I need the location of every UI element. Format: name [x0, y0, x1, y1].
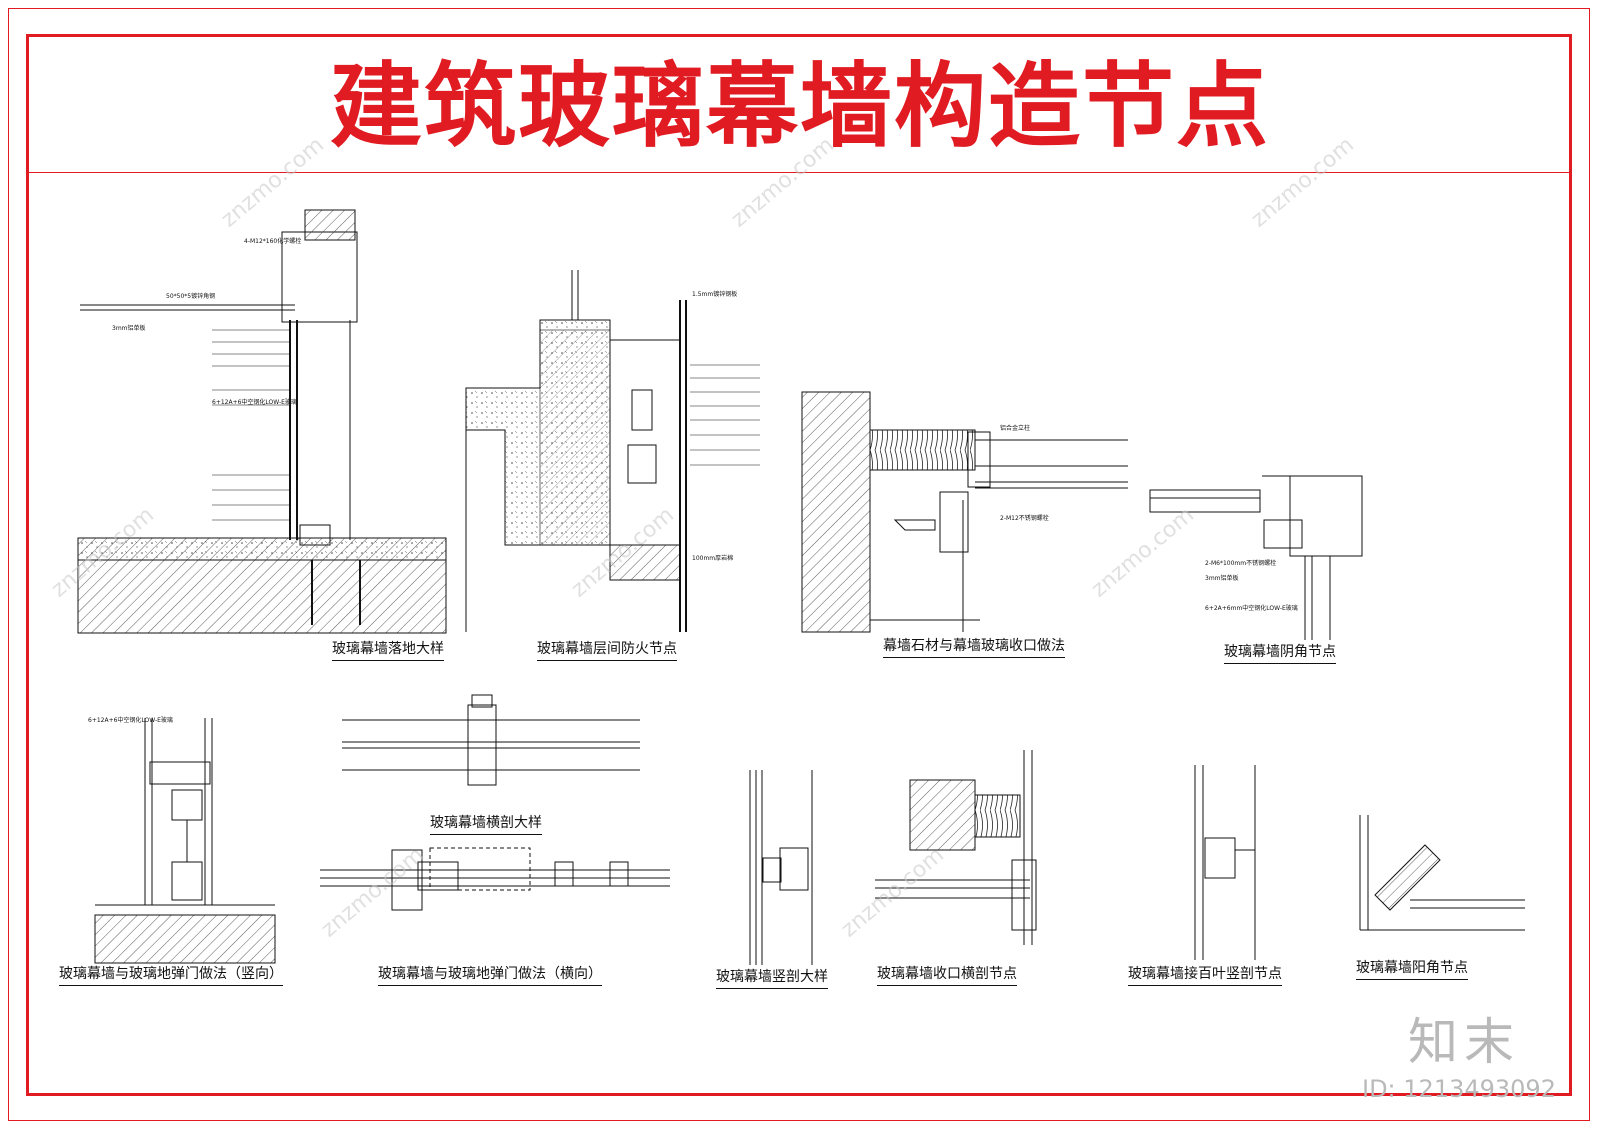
detail-louver-section [1194, 765, 1256, 960]
caption-stone-glass-joint: 幕墙石材与幕墙玻璃收口做法 [883, 635, 1065, 658]
detail-inner-corner [1149, 475, 1363, 640]
detail-outer-corner [1359, 815, 1525, 931]
detail-door-vertical [94, 718, 276, 964]
annotation-corner-panel: 3mm铝单板 [1205, 574, 1239, 582]
detail-horizontal-section [342, 694, 640, 786]
caption-fire-stop: 玻璃幕墙层间防火节点 [537, 638, 677, 661]
annotation-stainless-bolt: 2-M12不锈钢螺栓 [1000, 514, 1049, 522]
detail-stone-glass-joint [801, 391, 1128, 633]
annotation-angle-steel: 50*50*5镀锌角钢 [166, 292, 215, 300]
annotation-galv-sheet: 1.5mm镀锌钢板 [692, 290, 737, 298]
title-divider [26, 172, 1572, 173]
caption-door-vertical: 玻璃幕墙与玻璃地弹门做法（竖向） [59, 963, 283, 986]
detail-door-horizontal [320, 847, 670, 911]
detail-fire-stop [465, 270, 760, 632]
caption-inner-corner: 玻璃幕墙阴角节点 [1224, 641, 1336, 664]
annotation-insulated-glass: 6+12A+6中空钢化LOW-E玻璃 [212, 398, 297, 406]
caption-closure-horizontal: 玻璃幕墙收口横剖节点 [877, 963, 1017, 986]
annotation-corner-glass: 6+2A+6mm中空钢化LOW-E玻璃 [1205, 604, 1298, 612]
annotation-mullion: 铝合金立柱 [1000, 424, 1030, 432]
annotation-door-glass: 6+12A+6中空钢化LOW-E玻璃 [88, 716, 173, 724]
annotation-anchor-bolt: 4-M12*160化学螺栓 [244, 237, 301, 245]
sheet-title: 建筑玻璃幕墙构造节点 [329, 53, 1270, 160]
annotation-m6-bolt: 2-M6*100mm不锈钢螺栓 [1205, 559, 1276, 567]
annotation-rock-wool: 100mm厚岩棉 [692, 554, 733, 562]
caption-floor-base: 玻璃幕墙落地大样 [332, 638, 444, 661]
detail-closure-horizontal [875, 750, 1037, 945]
image-id: ID: 1213493092 [1362, 1075, 1556, 1103]
annotation-aluminum-panel: 3mm铝单板 [112, 324, 146, 332]
caption-vertical-section: 玻璃幕墙竖剖大样 [716, 966, 828, 989]
caption-outer-corner: 玻璃幕墙阳角节点 [1356, 957, 1468, 980]
caption-louver-section: 玻璃幕墙接百叶竖剖节点 [1128, 963, 1282, 986]
detail-floor-base [77, 209, 447, 634]
caption-horizontal-section: 玻璃幕墙横剖大样 [430, 812, 542, 835]
outer-frame [8, 8, 1590, 1121]
caption-door-horizontal: 玻璃幕墙与玻璃地弹门做法（横向） [378, 963, 602, 986]
logo: 知末 [1408, 1013, 1520, 1071]
detail-vertical-section [749, 770, 813, 965]
inner-frame [26, 34, 1572, 1096]
